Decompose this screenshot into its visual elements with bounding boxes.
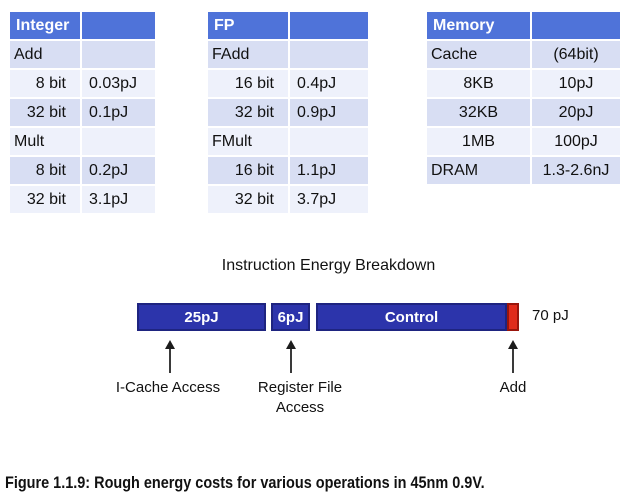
up-arrow-icon	[162, 340, 178, 374]
arrow-shaft	[290, 349, 292, 373]
up-arrow-icon	[505, 340, 521, 374]
table-row: FMult	[208, 128, 368, 155]
row-label: 8 bit	[10, 70, 80, 97]
row-label: Mult	[10, 128, 80, 155]
bar-segment-label: 25pJ	[184, 308, 219, 326]
fp-table-header-empty	[290, 12, 368, 39]
table-row: FAdd	[208, 41, 368, 68]
row-value: 1.3-2.6nJ	[532, 157, 620, 184]
row-value: 0.1pJ	[82, 99, 155, 126]
memory-table-header-empty	[532, 12, 620, 39]
row-value: 0.2pJ	[82, 157, 155, 184]
figure-caption: Figure 1.1.9: Rough energy costs for var…	[5, 473, 485, 492]
annotation-label: I-Cache Access	[115, 379, 221, 396]
up-arrow-icon	[283, 340, 299, 374]
row-value	[290, 128, 368, 155]
arrow-head	[165, 340, 175, 349]
row-value: (64bit)	[532, 41, 620, 68]
row-label: 1MB	[427, 128, 530, 155]
memory-table-header: Memory	[427, 12, 530, 39]
integer-table-header: Integer	[10, 12, 80, 39]
row-label: 32KB	[427, 99, 530, 126]
bar-segment-register-file-access: 6pJ	[271, 303, 310, 331]
integer-table-header-empty	[82, 12, 155, 39]
arrow-shaft	[169, 349, 171, 373]
row-label: FMult	[208, 128, 288, 155]
row-value: 0.4pJ	[290, 70, 368, 97]
bar-segment-add	[507, 303, 519, 331]
row-value: 10pJ	[532, 70, 620, 97]
bar-total-label: 70 pJ	[532, 307, 569, 324]
row-label: FAdd	[208, 41, 288, 68]
row-value	[290, 41, 368, 68]
table-row: Cache(64bit)	[427, 41, 620, 68]
row-value: 0.03pJ	[82, 70, 155, 97]
row-label: Add	[10, 41, 80, 68]
table-row: Mult	[10, 128, 155, 155]
row-label: 32 bit	[208, 99, 288, 126]
annotation-label: Add	[499, 379, 527, 396]
row-value	[82, 41, 155, 68]
row-value: 3.7pJ	[290, 186, 368, 213]
row-value: 20pJ	[532, 99, 620, 126]
bar-segment-control: Control	[316, 303, 507, 331]
row-label: 32 bit	[208, 186, 288, 213]
row-value: 100pJ	[532, 128, 620, 155]
chart-title: Instruction Energy Breakdown	[221, 257, 436, 274]
row-label: 8KB	[427, 70, 530, 97]
row-label: 16 bit	[208, 157, 288, 184]
arrow-head	[286, 340, 296, 349]
row-label: 16 bit	[208, 70, 288, 97]
bar-segment-label: Control	[384, 308, 439, 326]
row-value: 1.1pJ	[290, 157, 368, 184]
arrow-head	[508, 340, 518, 349]
row-label: 8 bit	[10, 157, 80, 184]
fp-table-header: FP	[208, 12, 288, 39]
bar-segment-label: 6pJ	[277, 308, 304, 326]
instruction-energy-bar: 25pJ 6pJ Control	[137, 303, 519, 331]
row-value: 3.1pJ	[82, 186, 155, 213]
row-value: 0.9pJ	[290, 99, 368, 126]
row-label: 32 bit	[10, 186, 80, 213]
row-label: 32 bit	[10, 99, 80, 126]
row-label: DRAM	[427, 157, 530, 184]
row-label: Cache	[427, 41, 530, 68]
bar-segment-i-cache-access: 25pJ	[137, 303, 266, 331]
annotation-label: Register File Access	[257, 379, 343, 417]
arrow-shaft	[512, 349, 514, 373]
table-row: Add	[10, 41, 155, 68]
row-value	[82, 128, 155, 155]
